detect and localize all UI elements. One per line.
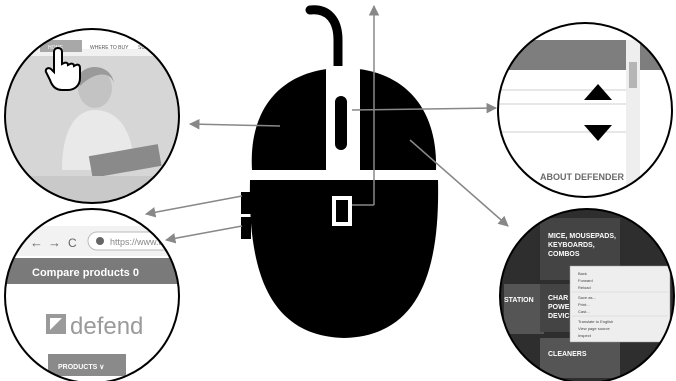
context-menu-item[interactable]: Print... xyxy=(578,302,590,307)
context-menu-item[interactable]: Translate to English xyxy=(578,319,613,324)
category-tile-cleaners[interactable]: CLEANERS xyxy=(548,351,587,358)
about-defender-label: ABOUT DEFENDER xyxy=(540,172,625,182)
scrollbar-thumb[interactable] xyxy=(629,62,637,88)
reload-icon[interactable]: C xyxy=(68,236,77,250)
arrow-right-button xyxy=(409,139,509,227)
computer-mouse-icon xyxy=(241,5,439,338)
arrow-side-upper xyxy=(144,195,243,218)
compare-products-text[interactable]: Compare products 0 xyxy=(32,267,139,279)
context-menu-item[interactable]: Cast... xyxy=(578,309,590,314)
arrow-scroll xyxy=(351,102,498,114)
forward-arrow-icon[interactable]: → xyxy=(48,235,61,250)
category-tile-mice[interactable]: MICE, MOUSEPADS, KEYBOARDS, COMBOS xyxy=(548,233,618,258)
arrow-side-lower xyxy=(164,225,243,244)
context-menu-item[interactable]: Inspect xyxy=(578,333,592,338)
address-bar-url[interactable]: https://www.defender... xyxy=(110,237,201,247)
side-button-lower xyxy=(241,217,251,239)
callout-right-click: MICE, MOUSEPADS, KEYBOARDS, COMBOS STATI… xyxy=(499,208,675,381)
products-button-bg xyxy=(48,354,126,376)
laptop-icon xyxy=(88,144,162,178)
context-menu-item[interactable]: View page source xyxy=(578,326,611,331)
context-menu-item[interactable]: Back xyxy=(578,271,587,276)
hand-cursor-icon xyxy=(44,46,81,91)
scroll-up-icon xyxy=(584,84,612,100)
context-menu-item[interactable]: Reload xyxy=(578,285,591,290)
context-menu xyxy=(569,265,671,343)
nav-item-where-to-buy[interactable]: WHERE TO BUY xyxy=(90,45,129,51)
brand-logo-text: defend xyxy=(70,313,143,340)
callout-arrows xyxy=(144,4,509,244)
callout-scroll-wheel: ABOUT DEFENDER xyxy=(497,22,673,198)
context-menu-item[interactable]: Save as... xyxy=(578,295,596,300)
side-button-upper xyxy=(241,192,251,214)
arrow-left-button xyxy=(188,118,281,130)
back-arrow-icon[interactable]: ← xyxy=(30,235,43,250)
context-menu-item[interactable]: Forward xyxy=(578,278,593,283)
mouse-cable xyxy=(305,5,343,77)
category-tile-station[interactable]: STATION xyxy=(504,297,534,304)
category-tile-chargers[interactable]: CHAR POWE DEVIC xyxy=(548,295,571,320)
callout-side-buttons: ← → C https://www.defender... Compare pr… xyxy=(4,208,201,381)
mouse-lower-body xyxy=(249,180,439,338)
products-button[interactable]: PRODUCTS ∨ xyxy=(58,364,104,371)
scroll-down-icon xyxy=(584,125,612,141)
callout-left-click: HOME WHERE TO BUY SUPPORT xyxy=(4,28,180,204)
info-icon xyxy=(96,237,104,245)
compare-banner xyxy=(5,258,179,284)
